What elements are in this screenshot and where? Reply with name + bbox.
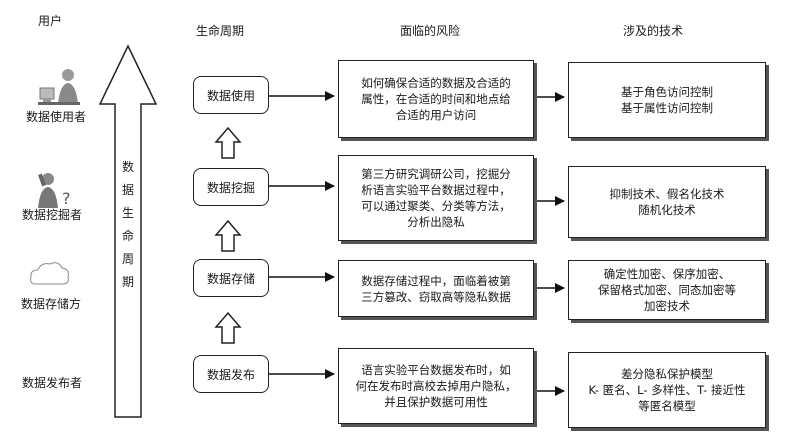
person-computer-icon [38, 69, 80, 105]
risk-text: 第三方研究调研公司，挖掘分 析语言实验平台数据过程中， 可以通过聚类、分类等方法… [361, 167, 511, 229]
tech-text: 差分隐私保护模型 K- 匿名、L- 多样性、T- 接近性 等匿名模型 [588, 367, 746, 413]
tech-text: 确定性加密、保序加密、 保留格式加密、同态加密等 加密技术 [598, 267, 736, 313]
risk-box: 数据存储过程中，面临着被第 三方篡改、窃取高等隐私数据 [338, 260, 534, 317]
stage-data-use: 数据使用 [193, 76, 269, 114]
users-header: 用户 [38, 14, 63, 28]
user-label: 数据使用者 [25, 110, 86, 124]
svg-text:?: ? [62, 189, 71, 208]
stage-up-arrow [214, 219, 242, 252]
risk-header: 面临的风险 [400, 24, 461, 38]
tech-box: 确定性加密、保序加密、 保留格式加密、同态加密等 加密技术 [568, 260, 766, 320]
risk-box: 如何确保合适的数据及合适的 属性，在合适的时间和地点给 合适的用户访问 [338, 60, 534, 138]
risk-box: 第三方研究调研公司，挖掘分 析语言实验平台数据过程中， 可以通过聚类、分类等方法… [338, 155, 534, 241]
tech-text: 基于角色访问控制 基于属性访问控制 [621, 85, 713, 115]
tech-header: 涉及的技术 [623, 24, 684, 38]
risk-text: 数据存储过程中，面临着被第 三方篡改、窃取高等隐私数据 [361, 273, 511, 304]
lifecycle-big-arrow [98, 44, 158, 418]
lifecycle-header: 生命周期 [196, 24, 245, 38]
risk-text: 语言实验平台数据发布时，如 何在发布时高校去掉用户隐私， 并且保护数据可用性 [355, 363, 517, 409]
risk-text: 如何确保合适的数据及合适的 属性，在合适的时间和地点给 合适的用户访问 [361, 76, 511, 122]
stage-up-arrow [214, 311, 242, 344]
user-label: 数据存储方 [20, 297, 81, 311]
tech-text: 抑制技术、假名化技术 随机化技术 [609, 187, 725, 217]
user-label: 数据发布者 [21, 376, 82, 390]
lifecycle-arrow-label: 数据生命周期 [121, 160, 134, 289]
cloud-icon [30, 262, 69, 285]
stage-up-arrow [214, 126, 242, 159]
tech-box: 抑制技术、假名化技术 随机化技术 [568, 166, 766, 238]
stage-data-storage: 数据存储 [193, 259, 269, 297]
stage-data-mining: 数据挖掘 [193, 168, 269, 206]
person-question-icon: ? [38, 173, 71, 208]
tech-box: 基于角色访问控制 基于属性访问控制 [568, 62, 766, 138]
tech-box: 差分隐私保护模型 K- 匿名、L- 多样性、T- 接近性 等匿名模型 [568, 352, 766, 428]
stage-data-publish: 数据发布 [193, 355, 269, 393]
risk-box: 语言实验平台数据发布时，如 何在发布时高校去掉用户隐私， 并且保护数据可用性 [338, 348, 534, 424]
user-label: 数据挖掘者 [21, 208, 82, 222]
